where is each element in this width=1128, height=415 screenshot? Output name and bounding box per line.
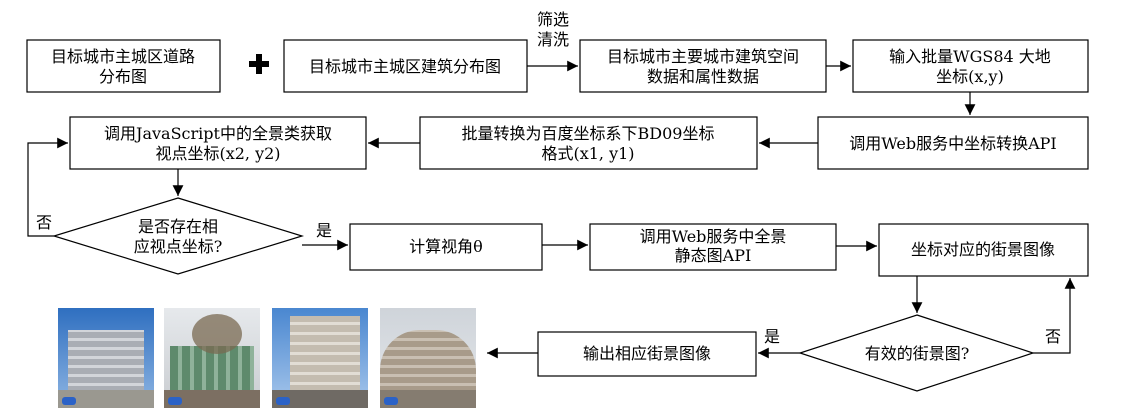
photo-building xyxy=(290,316,360,392)
svg-text:批量转换为百度坐标系下BD09坐标格式(x1, y1): 批量转换为百度坐标系下BD09坐标格式(x1, y1) xyxy=(462,124,715,163)
photo-watermark-logo xyxy=(62,397,76,405)
output-images-box: 输出相应街景图像 xyxy=(537,331,757,377)
calc-angle-box: 计算视角θ xyxy=(349,223,543,271)
yes-label-2: 是 xyxy=(764,327,780,346)
no-label-1: 否 xyxy=(36,213,52,232)
photo-watermark-logo xyxy=(384,397,398,405)
photo-ground xyxy=(272,390,368,408)
svg-text:调用JavaScript中的全景类获取视点坐标(x2, y2: 调用JavaScript中的全景类获取视点坐标(x2, y2) xyxy=(104,124,332,163)
svg-text:坐标对应的街景图像: 坐标对应的街景图像 xyxy=(911,240,1055,259)
coord-api-box: 调用Web服务中坐标转换API xyxy=(817,116,1089,170)
photo-tree xyxy=(192,314,242,354)
yes-label-1: 是 xyxy=(316,221,332,240)
svg-text:输出相应街景图像: 输出相应街景图像 xyxy=(583,344,711,363)
get-viewpoint-box: 调用JavaScript中的全景类获取视点坐标(x2, y2) xyxy=(69,116,367,170)
svg-text:计算视角θ: 计算视角θ xyxy=(409,237,483,256)
building-map-box: 目标城市主城区建筑分布图 xyxy=(283,39,528,93)
street-view-photo-4 xyxy=(380,308,476,408)
svg-text:是否存在相应视点坐标?: 是否存在相应视点坐标? xyxy=(134,217,223,256)
filter-label: 筛选清洗 xyxy=(537,10,569,49)
input-coords-box: 输入批量WGS84 大地坐标(x,y) xyxy=(852,39,1089,93)
svg-text:调用Web服务中坐标转换API: 调用Web服务中坐标转换API xyxy=(849,134,1057,153)
svg-text:目标城市主要城市建筑空间数据和属性数据: 目标城市主要城市建筑空间数据和属性数据 xyxy=(607,47,799,86)
photo-ground xyxy=(164,390,260,408)
photo-ground xyxy=(58,390,154,408)
svg-text:有效的街景图?: 有效的街景图? xyxy=(865,344,970,363)
street-view-photo-2 xyxy=(164,308,260,408)
photo-ground xyxy=(380,390,476,408)
spatial-data-box: 目标城市主要城市建筑空间数据和属性数据 xyxy=(579,39,827,93)
connectors xyxy=(27,60,1076,359)
svg-text:目标城市主城区道路分布图: 目标城市主城区道路分布图 xyxy=(51,47,195,86)
photo-watermark-logo xyxy=(168,397,182,405)
svg-text:调用Web服务中全景静态图API: 调用Web服务中全景静态图API xyxy=(640,227,787,265)
photo-watermark-logo xyxy=(276,397,290,405)
street-view-box: 坐标对应的街景图像 xyxy=(878,223,1089,277)
street-view-photo-3 xyxy=(272,308,368,408)
svg-text:目标城市主城区建筑分布图: 目标城市主城区建筑分布图 xyxy=(309,57,501,76)
no-label-2: 否 xyxy=(1045,327,1061,346)
valid-image-decision: 有效的街景图? xyxy=(798,314,1035,392)
viewpoint-exists-decision: 是否存在相应视点坐标? xyxy=(51,197,305,275)
batch-convert-box: 批量转换为百度坐标系下BD09坐标格式(x1, y1) xyxy=(419,116,758,170)
street-view-photo-1 xyxy=(58,308,154,408)
svg-text:输入批量WGS84 大地坐标(x,y): 输入批量WGS84 大地坐标(x,y) xyxy=(889,47,1051,86)
road-map-box: 目标城市主城区道路分布图 xyxy=(26,39,221,93)
photo-building xyxy=(380,330,476,392)
plus-sign xyxy=(249,54,269,74)
photo-building xyxy=(68,330,144,392)
static-api-box: 调用Web服务中全景静态图API xyxy=(589,223,837,271)
